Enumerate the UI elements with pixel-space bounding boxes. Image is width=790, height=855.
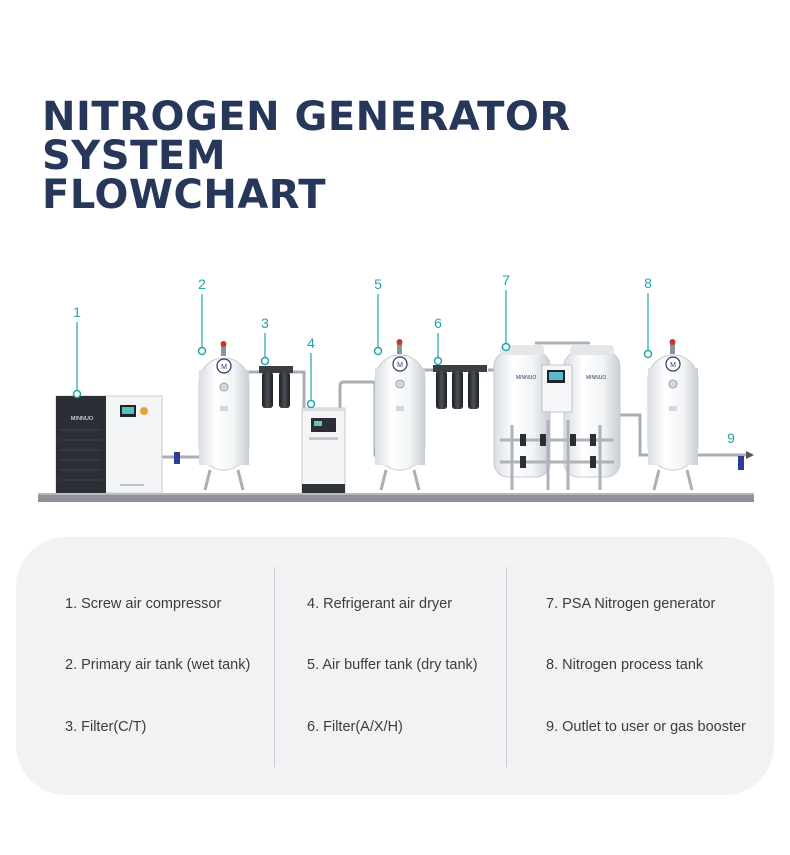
legend-item-2: 2. Primary air tank (wet tank) [65,657,251,673]
filter-ct [259,366,293,408]
callouts: 1 2 3 4 5 6 7 [72,272,735,446]
svg-text:MINNUO: MINNUO [516,375,536,381]
legend-item-3: 3. Filter(C/T) [65,719,147,735]
svg-text:M: M [670,362,676,369]
legend-item-4: 4. Refrigerant air dryer [307,596,453,612]
svg-text:1: 1 [73,304,81,320]
callout-8: 8 [643,275,653,359]
refrigerant-air-dryer [301,407,346,494]
legend-divider-1 [274,567,275,767]
nitrogen-process-tank: M [647,339,699,491]
callout-5: 5 [373,276,383,356]
air-buffer-tank: M [374,339,426,491]
svg-text:8: 8 [644,275,652,291]
svg-text:3: 3 [261,315,269,331]
callout-1: 1 [72,304,82,399]
title-line-3: FLOWCHART [42,172,327,218]
legend-column-3: 7. PSA Nitrogen generator 8. Nitrogen pr… [506,537,774,795]
legend-item-8: 8. Nitrogen process tank [546,657,704,673]
callout-9: 9 [727,430,735,446]
callout-3: 3 [260,315,270,366]
svg-text:9: 9 [727,430,735,446]
psa-nitrogen-generator: MINNUO MINNUO [493,341,621,490]
flowchart-diagram: MINNUO M M M [38,272,754,502]
svg-text:MINNUO: MINNUO [586,375,606,381]
compressor-brand: MINNUO [71,416,94,422]
valve-9 [738,456,744,470]
callout-7: 7 [501,272,511,352]
legend-item-6: 6. Filter(A/X/H) [307,719,403,735]
svg-text:M: M [397,362,403,369]
outlet-arrow-icon [746,451,754,459]
callout-4: 4 [306,335,316,409]
callout-2: 2 [197,276,207,356]
svg-text:5: 5 [374,276,382,292]
legend-column-2: 4. Refrigerant air dryer 5. Air buffer t… [274,537,506,795]
legend-divider-2 [506,567,507,767]
base-platform [38,493,754,502]
legend-column-1: 1. Screw air compressor 2. Primary air t… [16,537,274,795]
legend-item-9: 9. Outlet to user or gas booster [546,719,746,735]
filter-axh [433,365,487,409]
legend-item-7: 7. PSA Nitrogen generator [546,596,716,612]
legend-item-5: 5. Air buffer tank (dry tank) [307,657,478,673]
callout-6: 6 [433,315,443,366]
svg-text:2: 2 [198,276,206,292]
primary-air-tank: M [198,341,250,491]
legend-item-1: 1. Screw air compressor [65,596,222,612]
title-line-2: SYSTEM [42,133,226,179]
svg-text:6: 6 [434,315,442,331]
legend-panel: 1. Screw air compressor 2. Primary air t… [16,537,774,795]
svg-text:M: M [221,364,227,371]
page-title: NITROGEN GENERATOR SYSTEM FLOWCHART [42,94,571,218]
svg-text:7: 7 [502,272,510,288]
valve-1 [174,452,180,464]
screw-air-compressor: MINNUO [55,395,163,494]
title-line-1: NITROGEN GENERATOR [42,94,571,140]
svg-text:4: 4 [307,335,315,351]
